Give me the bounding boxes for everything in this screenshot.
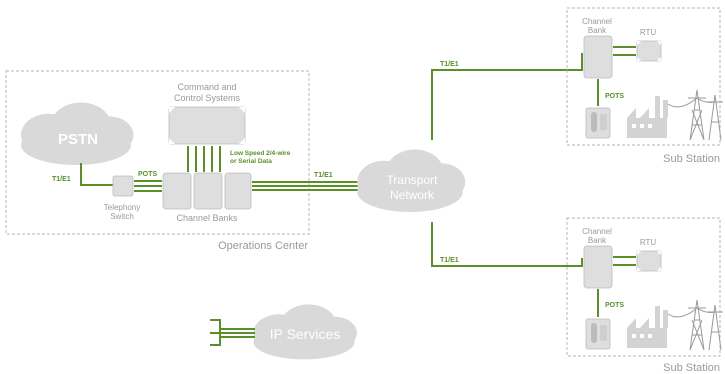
substation-2-phone-icon — [585, 318, 611, 350]
substation-2-factory-icon — [627, 306, 668, 348]
t1e1-sub1-label: T1/E1 — [440, 61, 459, 68]
channel-banks — [162, 172, 252, 210]
substation-1-title: Sub Station — [663, 153, 720, 165]
substation-2-pots-label: POTS — [605, 302, 624, 309]
transport-substation-2-link — [431, 222, 583, 267]
telephony-switch — [112, 175, 134, 197]
substation-1-boundary — [566, 7, 721, 146]
transport-substation-1-link — [431, 53, 583, 140]
center-transport-trunk — [252, 181, 366, 191]
transport-label-2: Network — [390, 188, 435, 202]
telephony-switch-label-2: Switch — [110, 212, 134, 221]
t1e1-out-label: T1/E1 — [314, 172, 333, 179]
pots-label-center: POTS — [138, 171, 157, 178]
low-speed-label-2: or Serial Data — [230, 158, 272, 165]
substation-1-bank-label-1: Channel — [582, 17, 612, 26]
ip-services-connector — [210, 319, 255, 346]
operations-center-boundary — [5, 70, 310, 235]
substation-1-bank-label-2: Bank — [588, 26, 607, 35]
substation-2-bank-label-1: Channel — [582, 227, 612, 236]
substation-1-factory-icon — [627, 96, 668, 138]
command-control-label-2: Control Systems — [174, 93, 241, 103]
substation-2-rtu-label: RTU — [640, 238, 657, 247]
channel-banks-label: Channel Banks — [176, 213, 238, 223]
substation-1: Sub Station Channel Bank RTU POTS — [566, 7, 723, 165]
t1e1-pstn-label: T1/E1 — [52, 176, 71, 183]
substation-1-rtu — [636, 40, 662, 62]
operations-center: Operations Center PSTN T1/E1 Telephony S… — [5, 70, 366, 252]
telephony-switch-label-1: Telephony — [104, 203, 140, 212]
command-control-label-1: Command and — [177, 82, 236, 92]
substation-1-channel-bank — [583, 35, 613, 79]
operations-center-title: Operations Center — [218, 240, 308, 252]
substation-2: Sub Station Channel Bank RTU POTS — [566, 217, 723, 374]
substation-1-pots-label: POTS — [605, 93, 624, 100]
pstn-switch-link — [80, 163, 113, 186]
substation-2-title: Sub Station — [663, 362, 720, 374]
substation-2-bank-label-2: Bank — [588, 236, 607, 245]
substation-1-phone-icon — [585, 107, 611, 139]
transport-label-1: Transport — [387, 173, 439, 187]
ip-services-label: IP Services — [270, 326, 341, 342]
substation-1-tower-icon — [667, 89, 723, 141]
substation-1-rtu-label: RTU — [640, 28, 657, 37]
command-control-device — [168, 106, 246, 145]
substation-2-rtu — [636, 250, 662, 272]
t1e1-sub2-label: T1/E1 — [440, 257, 459, 264]
substation-2-tower-icon — [667, 299, 723, 351]
pots-lines-center — [134, 180, 162, 192]
substation-2-channel-bank — [583, 245, 613, 289]
substation-2-boundary — [566, 217, 721, 357]
pstn-label: PSTN — [58, 131, 98, 148]
low-speed-label-1: Low Speed 2/4-wire — [230, 150, 291, 157]
serial-data-lines — [187, 146, 221, 172]
